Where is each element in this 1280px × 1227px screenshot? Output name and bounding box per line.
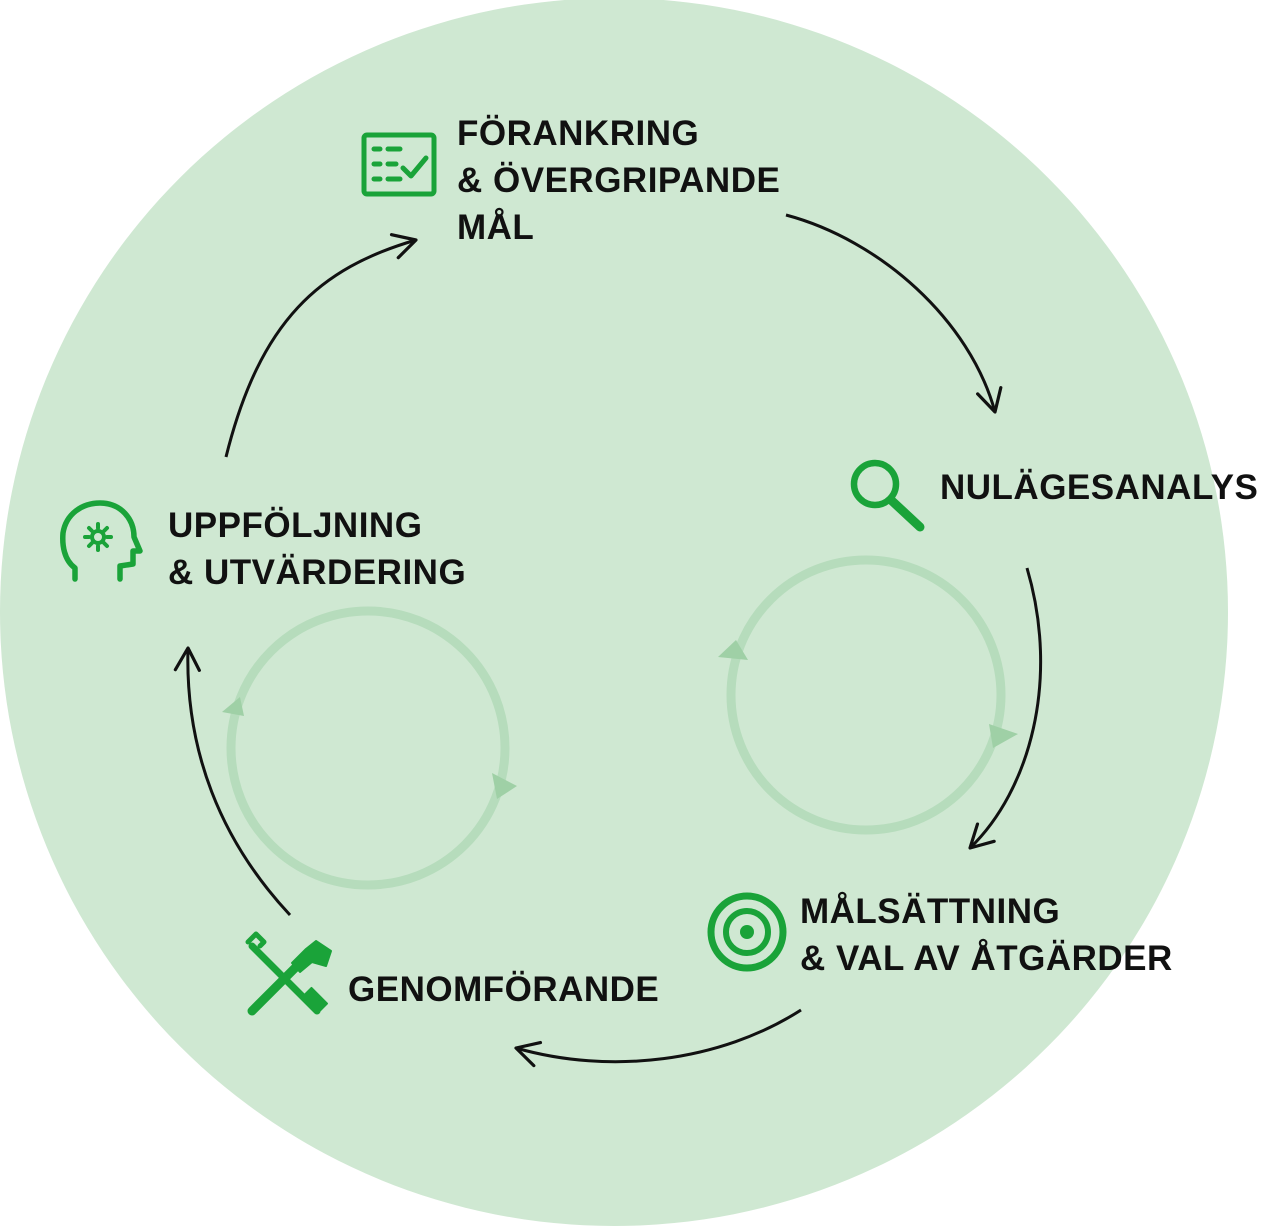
label-genomforande-line-1: GENOMFÖRANDE [348,970,660,1009]
label-malsattning-line-1: MÅLSÄTTNING [800,892,1061,931]
inner-cycle-left-arrowhead-up [222,697,244,716]
label-forankring: FÖRANKRING & ÖVERGRIPANDE MÅL [457,110,780,251]
inner-cycle-right-arrowhead-up [718,640,748,660]
background-circle [0,0,1228,1226]
inner-cycle-left-arrowhead-down [492,773,517,799]
arrow-malsattning-to-genomforande [514,1008,802,1068]
head-gear-icon [60,500,143,582]
inner-cycle-left [222,606,517,890]
magnifier-icon [850,459,925,532]
label-genomforande: GENOMFÖRANDE [348,966,659,1013]
label-malsattning: MÅLSÄTTNING & VAL AV ÅTGÄRDER [800,888,1173,982]
label-uppfoljning-line-2: & UTVÄRDERING [168,553,467,592]
label-uppfoljning: UPPFÖLJNING & UTVÄRDERING [168,502,466,596]
arrow-genomforande-to-uppfoljning [173,646,292,917]
target-icon [707,892,787,972]
arrow-uppfoljning-to-forankring [224,233,418,458]
label-forankring-line-3: MÅL [457,208,535,247]
label-forankring-line-1: FÖRANKRING [457,114,700,153]
inner-cycle-right-arrowhead-down [989,724,1018,748]
label-forankring-line-2: & ÖVERGRIPANDE [457,161,781,200]
label-nulagesanalys-line-1: NULÄGESANALYS [940,468,1259,507]
label-nulagesanalys: NULÄGESANALYS [940,464,1258,511]
label-malsattning-line-2: & VAL AV ÅTGÄRDER [800,939,1173,978]
inner-cycle-right [718,555,1018,835]
label-uppfoljning-line-1: UPPFÖLJNING [168,506,423,545]
arrow-nulagesanalys-to-malsattning [968,567,1043,850]
arrow-forankring-to-nulagesanalys [785,213,1003,414]
tools-icon [245,931,332,1016]
checklist-icon [361,132,437,197]
